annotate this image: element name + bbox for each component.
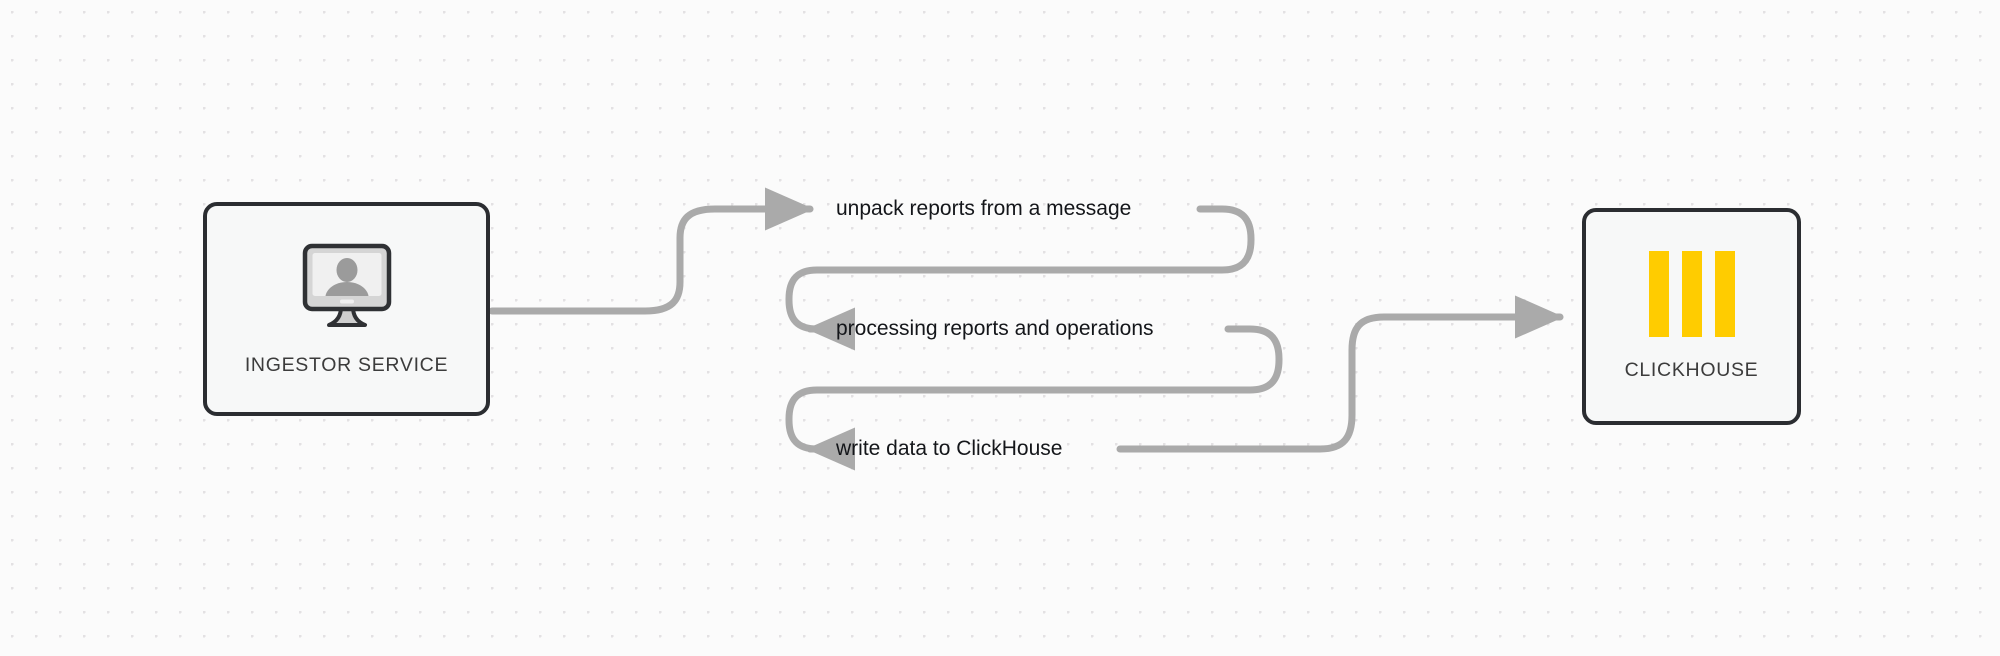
clickhouse-logo-icon xyxy=(1648,251,1735,337)
edge-label-unpack-reports: unpack reports from a message xyxy=(836,197,1132,220)
edge-label-processing-reports: processing reports and operations xyxy=(836,317,1154,340)
node-clickhouse-label: CLICKHOUSE xyxy=(1624,359,1759,381)
monitor-user-icon xyxy=(295,241,399,338)
edge-ingestor-to-step-0 xyxy=(488,187,814,315)
clickhouse-bar-3 xyxy=(1714,251,1735,337)
edge-label-write-data: write data to ClickHouse xyxy=(836,437,1063,460)
clickhouse-bar-2 xyxy=(1681,251,1702,337)
edge-step-0-to-step-1 xyxy=(785,205,1255,351)
clickhouse-bar-1 xyxy=(1648,251,1669,337)
edge-step-1-to-step-2 xyxy=(785,325,1283,471)
edge-step-2-to-clickhouse xyxy=(1116,295,1564,453)
node-ingestor-service-label: INGESTOR SERVICE xyxy=(244,354,449,376)
node-ingestor-service[interactable]: INGESTOR SERVICE xyxy=(203,202,490,416)
node-clickhouse[interactable]: CLICKHOUSE xyxy=(1582,208,1801,425)
